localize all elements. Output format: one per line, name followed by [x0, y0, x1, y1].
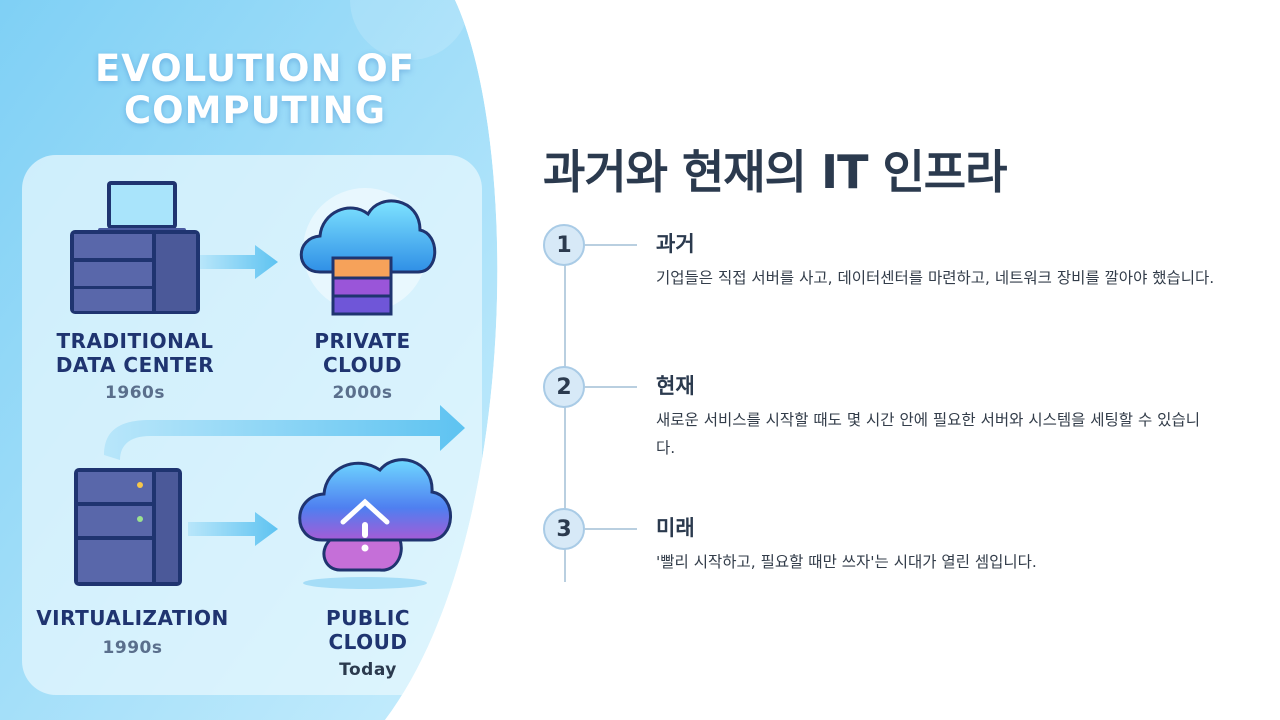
illustration-title-line1: EVOLUTION OF	[94, 47, 416, 90]
step-description: 새로운 서비스를 시작할 때도 몇 시간 안에 필요한 서버와 시스템을 세팅할…	[656, 411, 1200, 457]
step-description: 기업들은 직접 서버를 사고, 데이터센터를 마련하고, 네트워크 장비를 깔아…	[656, 269, 1215, 287]
era-name-line2: CLOUD	[322, 353, 403, 377]
step-heading: 현재	[656, 374, 695, 398]
page-title: 과거와 현재의 IT 인프라	[543, 145, 1007, 199]
era-name-line1: TRADITIONAL	[56, 329, 214, 353]
step-number-badge: 1	[543, 224, 585, 266]
step-connector	[585, 528, 637, 530]
era-name-line2: CLOUD	[328, 630, 408, 654]
era-year: 1960s	[105, 383, 165, 403]
era-year: 2000s	[332, 383, 393, 403]
era-name-line1: VIRTUALIZATION	[36, 606, 229, 630]
era-public-cloud: PUBLIC CLOUD Today	[318, 606, 418, 702]
timeline-line	[564, 246, 566, 582]
era-traditional-data-center: TRADITIONAL DATA CENTER 1960s	[40, 329, 230, 403]
step-connector	[585, 244, 637, 246]
era-year: Today	[339, 660, 397, 680]
era-virtualization: VIRTUALIZATION 1990s	[30, 606, 235, 658]
step-number-badge: 3	[543, 508, 585, 550]
era-name-line1: PRIVATE	[314, 329, 411, 353]
era-year: 1990s	[102, 638, 163, 658]
step-heading: 미래	[656, 516, 695, 540]
step-number-badge: 2	[543, 366, 585, 408]
illustration-title: EVOLUTION OF COMPUTING	[60, 48, 450, 132]
era-name-line2: DATA CENTER	[55, 353, 215, 377]
illustration-title-line2: COMPUTING	[124, 89, 386, 132]
era-private-cloud: PRIVATE CLOUD 2000s	[275, 329, 450, 403]
step-description: '빨리 시작하고, 필요할 때만 쓰자'는 시대가 열린 셈입니다.	[656, 553, 1037, 571]
step-heading: 과거	[656, 232, 695, 256]
step-connector	[585, 386, 637, 388]
era-name-line1: PUBLIC	[325, 606, 410, 630]
